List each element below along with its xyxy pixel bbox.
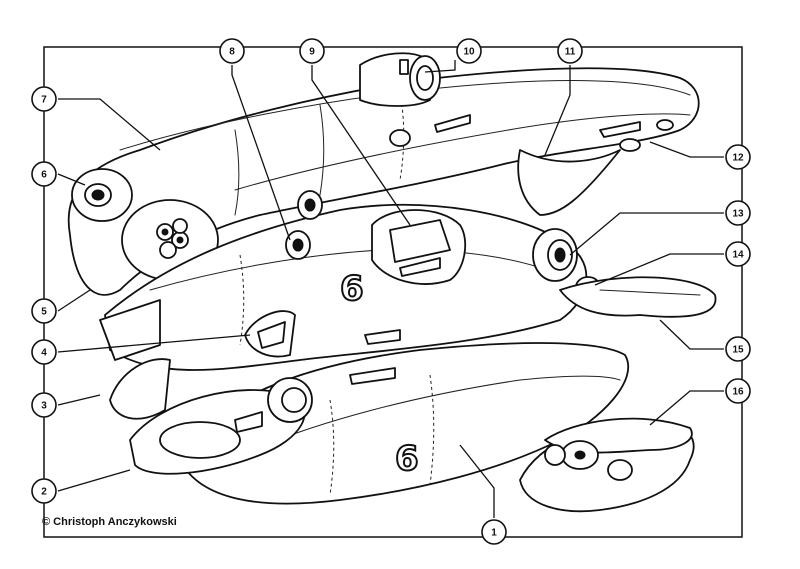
callout-1: 1 (481, 519, 507, 545)
callout-6-label: 6 (41, 170, 47, 181)
callout-7-label: 7 (41, 95, 47, 106)
callout-10-label: 10 (463, 47, 475, 58)
top-engine-pod (359, 52, 441, 107)
callouts: 1 2 3 4 5 6 7 8 9 10 11 12 13 14 15 16 (31, 38, 751, 545)
copyright-notice: © Christoph Anczykowski (42, 516, 177, 528)
callout-2: 2 (31, 478, 57, 504)
callout-15: 15 (725, 336, 751, 362)
assembled-ship-inset (519, 417, 695, 513)
callout-11-label: 11 (565, 47, 576, 58)
callout-14: 14 (725, 241, 751, 267)
callout-12: 12 (725, 144, 751, 170)
callout-5: 5 (31, 298, 57, 324)
callout-12-label: 12 (732, 153, 744, 164)
callout-16-label: 16 (732, 387, 744, 398)
lower-hull-section: 6 (129, 329, 630, 505)
callout-8-label: 8 (229, 47, 235, 58)
callout-2-label: 2 (41, 487, 47, 498)
callout-10: 10 (456, 38, 482, 64)
upper-hull-section (67, 67, 700, 296)
hull-number-upper: 6 (340, 269, 364, 309)
callout-14-label: 14 (732, 250, 744, 261)
callout-8: 8 (219, 38, 245, 64)
callout-9-label: 9 (309, 47, 315, 58)
callout-9: 9 (299, 38, 325, 64)
callout-15-label: 15 (732, 345, 744, 356)
callout-3-label: 3 (41, 401, 47, 412)
leader-lines (57, 60, 724, 518)
callout-16: 16 (725, 378, 751, 404)
callout-6: 6 (31, 161, 57, 187)
callout-1-label: 1 (491, 528, 497, 539)
callout-13: 13 (725, 200, 751, 226)
callout-13-label: 13 (732, 209, 744, 220)
hull-number-lower: 6 (395, 439, 419, 479)
callout-5-label: 5 (41, 307, 47, 318)
callout-4: 4 (31, 339, 57, 365)
callout-11: 11 (557, 38, 583, 64)
diagram-frame (43, 46, 743, 538)
middle-hull-section: 6 (99, 190, 717, 420)
callout-3: 3 (31, 392, 57, 418)
callout-4-label: 4 (41, 348, 47, 359)
callout-7: 7 (31, 86, 57, 112)
